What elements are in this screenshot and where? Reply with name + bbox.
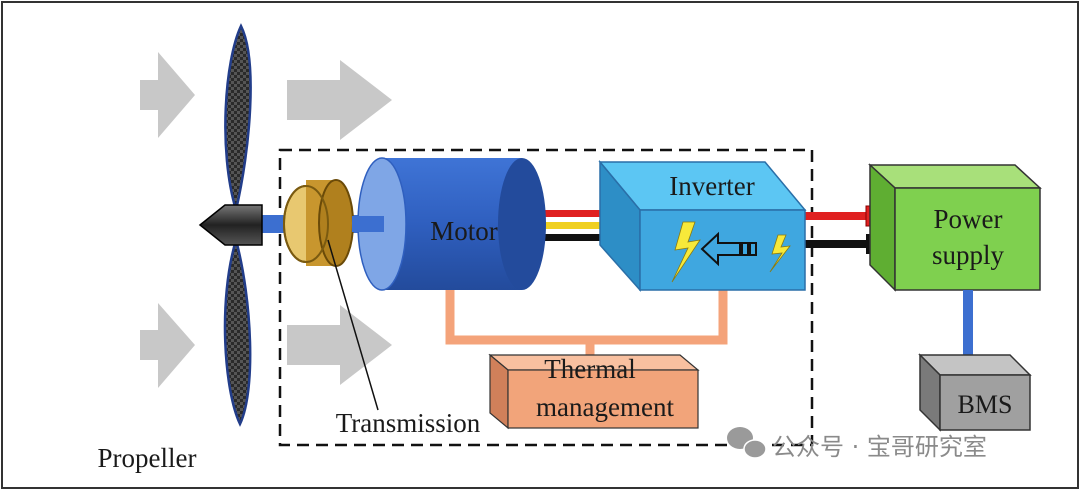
propeller-blade-upper bbox=[224, 23, 252, 215]
propeller-blade-lower bbox=[223, 235, 252, 427]
propeller-label: Propeller bbox=[98, 443, 197, 473]
phase-wire-red bbox=[540, 210, 602, 217]
power-supply-side bbox=[869, 163, 896, 292]
transmission-gear-mid bbox=[283, 185, 329, 263]
inverter-label: Inverter bbox=[669, 171, 754, 201]
transmission-label: Transmission bbox=[336, 408, 481, 438]
cooling-pipes bbox=[445, 285, 728, 360]
phase-wire-yellow bbox=[540, 222, 602, 229]
inverter: Inverter bbox=[598, 159, 807, 292]
bms: BMS bbox=[918, 353, 1032, 432]
positive-cable bbox=[805, 212, 870, 220]
motor: Motor bbox=[352, 157, 546, 291]
bms-link bbox=[963, 290, 973, 360]
phase-wire-black bbox=[540, 234, 602, 241]
watermark-text: 公众号 · 宝哥研究室 bbox=[772, 433, 987, 461]
power-supply-front bbox=[894, 187, 1041, 291]
motor-label: Motor bbox=[430, 216, 498, 246]
lightning-left-icon bbox=[671, 221, 701, 283]
airflow-arrow-left-upper bbox=[140, 52, 195, 138]
phase-wires bbox=[540, 210, 602, 241]
airflow-arrow-right-upper bbox=[287, 60, 392, 140]
motor-shaft-stub bbox=[352, 216, 384, 232]
spinner-cone bbox=[198, 204, 263, 246]
transmission-leader-line bbox=[327, 239, 379, 411]
power-supply-label-line2: supply bbox=[932, 240, 1005, 270]
power-supply-label-line1: Power bbox=[934, 204, 1003, 234]
thermal-label-line1: Thermal bbox=[544, 354, 635, 384]
bms-front bbox=[939, 374, 1031, 431]
thermal-management: Thermal management bbox=[488, 353, 700, 430]
power-supply-top bbox=[868, 164, 1042, 189]
transmission-gear-back bbox=[318, 179, 354, 267]
motor-back-cap bbox=[498, 158, 546, 290]
airflow-arrow-right-lower bbox=[287, 305, 392, 385]
propeller bbox=[198, 23, 263, 427]
lightning-right-icon bbox=[769, 234, 791, 273]
transmission bbox=[283, 179, 354, 267]
negative-cable bbox=[805, 240, 870, 248]
bms-label: BMS bbox=[958, 390, 1013, 419]
power-supply: Power supply bbox=[868, 163, 1042, 292]
thermal-front bbox=[507, 369, 699, 429]
watermark: 公众号 · 宝哥研究室 bbox=[727, 427, 987, 461]
system-boundary bbox=[278, 148, 814, 447]
thermal-label-line2: management bbox=[536, 392, 674, 422]
airflow-arrows bbox=[140, 52, 392, 388]
wechat-icon bbox=[727, 427, 767, 459]
current-direction-arrow-icon bbox=[700, 231, 757, 267]
airflow-arrow-left-lower bbox=[140, 303, 195, 388]
